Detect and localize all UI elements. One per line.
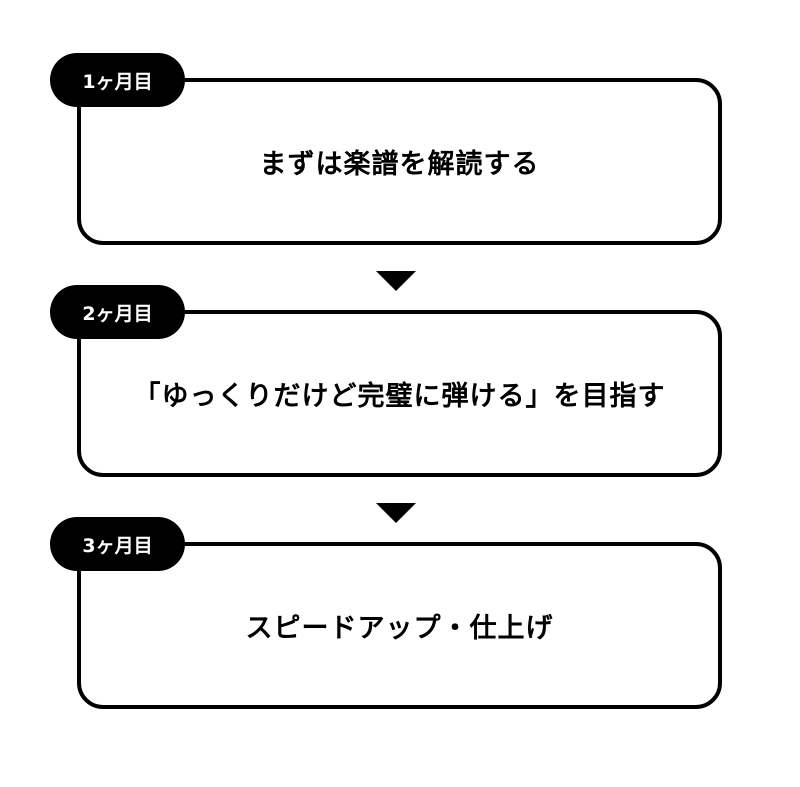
step-box-1: まずは楽譜を解読する (77, 78, 722, 245)
step-box-2: 「ゆっくりだけど完璧に弾ける」を目指す (77, 310, 722, 477)
down-arrow-icon (376, 503, 416, 523)
step-badge-1: 1ヶ月目 (50, 53, 185, 107)
step-box-3: スピードアップ・仕上げ (77, 542, 722, 709)
step-text-3: スピードアップ・仕上げ (245, 613, 554, 644)
step-text-1: まずは楽譜を解読する (259, 149, 540, 180)
down-arrow-icon (376, 271, 416, 291)
step-badge-2: 2ヶ月目 (50, 285, 185, 339)
step-text-2: 「ゆっくりだけど完璧に弾ける」を目指す (133, 381, 666, 412)
step-badge-3: 3ヶ月目 (50, 517, 185, 571)
